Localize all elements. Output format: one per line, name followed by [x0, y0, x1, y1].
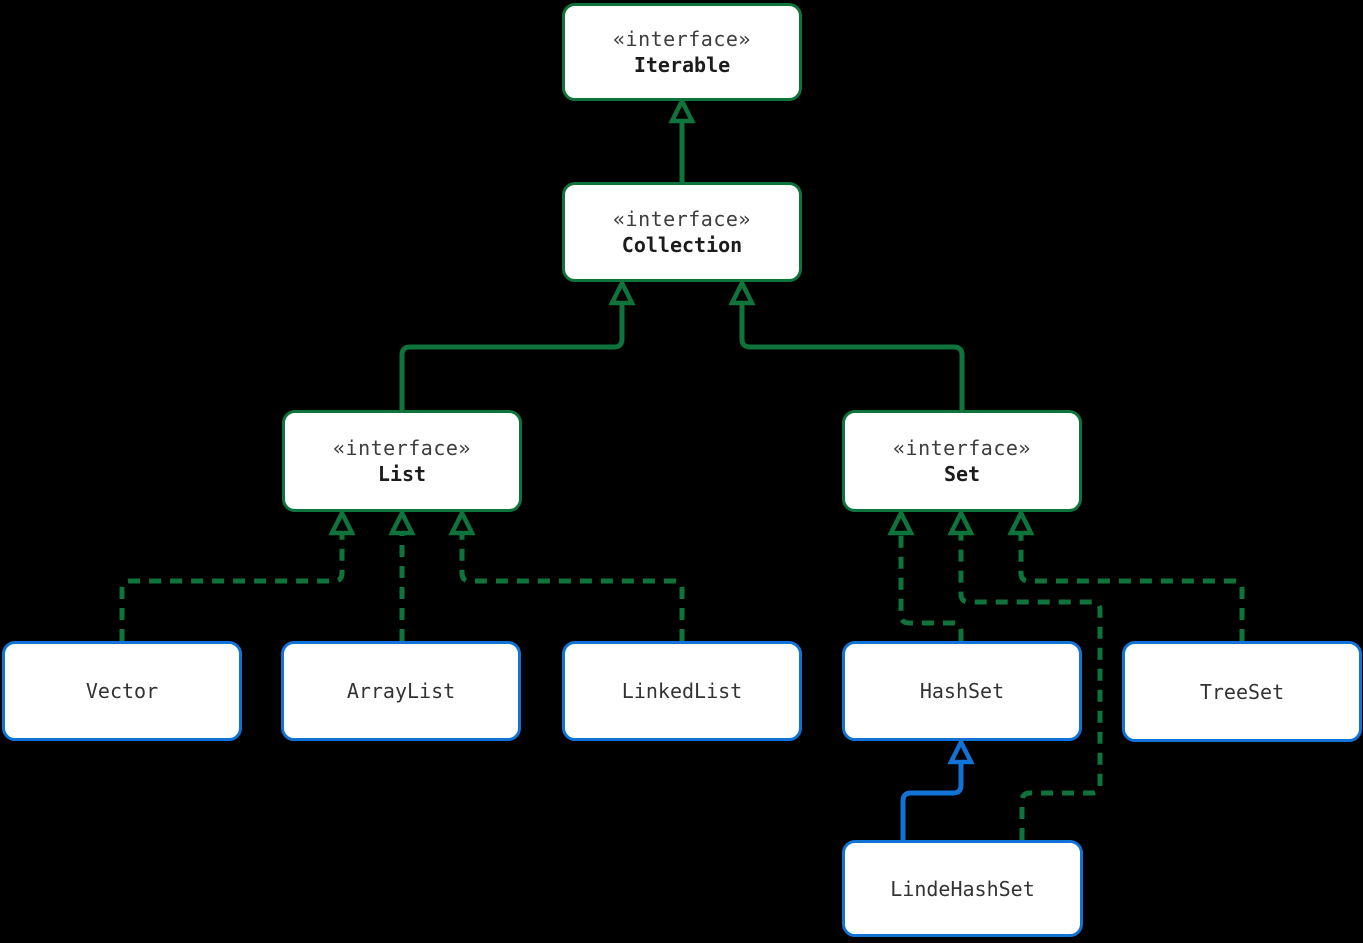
arrowhead-linkedlist-to-list — [448, 507, 476, 536]
edge-lindehashset-to-hashset — [900, 762, 964, 840]
node-collection: «interface»Collection — [562, 182, 802, 282]
edge-hashset-to-set — [898, 533, 964, 641]
edge-linkedlist-to-list — [459, 533, 685, 641]
arrowhead-arraylist-to-list — [388, 507, 416, 536]
node-set: «interface»Set — [842, 410, 1082, 512]
node-label: Iterable — [633, 53, 731, 77]
edge-vector-to-list — [119, 533, 345, 641]
node-stereotype: «interface» — [333, 436, 471, 460]
node-stereotype: «interface» — [613, 207, 751, 231]
node-vector: Vector — [2, 641, 242, 741]
edge-set-to-collection — [739, 303, 965, 410]
arrowhead-set-to-collection — [728, 277, 756, 306]
node-hashset: HashSet — [842, 641, 1082, 741]
edge-treeset-to-set — [1018, 533, 1245, 641]
node-lindehashset: LindeHashSet — [842, 840, 1083, 937]
arrowhead-hashset-to-set — [887, 507, 915, 536]
arrowhead-lindehashset-to-set — [947, 507, 975, 536]
arrowhead-collection-to-iterable — [668, 95, 696, 124]
node-stereotype: «interface» — [613, 27, 751, 51]
node-stereotype: «interface» — [893, 436, 1031, 460]
node-label: List — [377, 462, 427, 486]
node-label: ArrayList — [346, 679, 456, 703]
node-arraylist: ArrayList — [281, 641, 521, 741]
edge-lindehashset-to-set — [958, 533, 1103, 840]
node-label: Set — [943, 462, 981, 486]
arrowhead-list-to-collection — [608, 277, 636, 306]
node-iterable: «interface»Iterable — [562, 3, 802, 101]
arrowhead-vector-to-list — [328, 507, 356, 536]
edge-list-to-collection — [399, 303, 625, 410]
node-linkedlist: LinkedList — [562, 641, 802, 741]
node-label: Collection — [621, 233, 743, 257]
node-label: HashSet — [919, 679, 1005, 703]
node-label: TreeSet — [1199, 679, 1285, 704]
node-list: «interface»List — [282, 410, 522, 512]
node-treeset: TreeSet — [1122, 641, 1362, 742]
arrowhead-lindehashset-to-hashset — [947, 736, 975, 765]
node-label: LinkedList — [621, 679, 743, 703]
node-label: Vector — [85, 679, 159, 703]
arrowhead-treeset-to-set — [1007, 507, 1035, 536]
node-label: LindeHashSet — [890, 876, 1035, 901]
